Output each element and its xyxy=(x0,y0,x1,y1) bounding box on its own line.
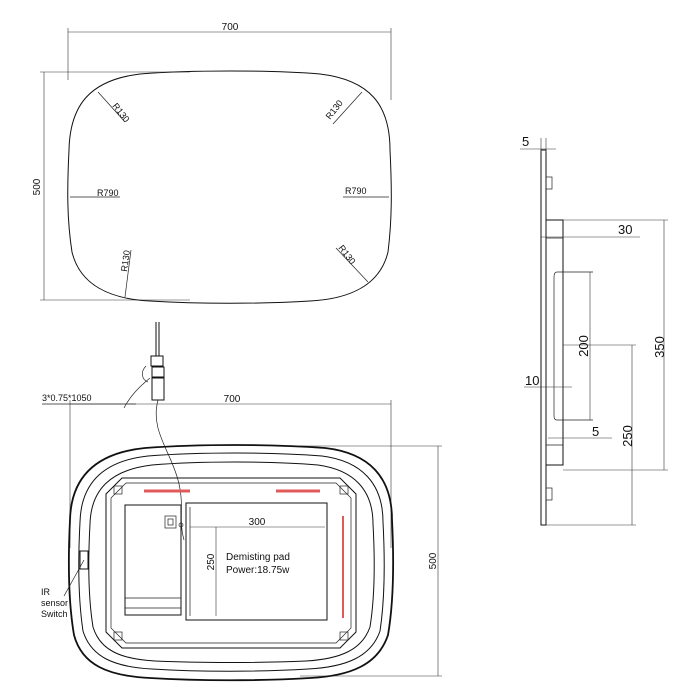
radius-bottom-left: R130 xyxy=(119,250,132,273)
side-mirror xyxy=(540,149,547,526)
side-view: 5 30 350 200 10 5 250 xyxy=(520,134,668,526)
sensor-label-1: IR xyxy=(41,587,51,597)
back-width-label: 700 xyxy=(224,394,241,405)
mirror-outline xyxy=(67,70,392,304)
side-depth: 30 xyxy=(618,222,632,237)
front-width-label: 700 xyxy=(222,22,239,33)
pad-title: Demisting pad xyxy=(226,552,290,563)
radius-left: R790 xyxy=(97,188,119,198)
side-lower-gap: 5 xyxy=(592,424,599,439)
side-frame xyxy=(545,219,564,466)
power-plug xyxy=(151,377,165,401)
side-offset: 10 xyxy=(525,373,539,388)
front-height-label: 500 xyxy=(32,178,43,195)
back-view: 3*0.75*1050 700 500 xyxy=(41,322,442,682)
side-top-thickness: 5 xyxy=(522,134,529,149)
front-view: 700 500 R130 R130 R790 R790 R130 R130 xyxy=(32,22,392,304)
back-outer-outline xyxy=(67,444,395,682)
side-pad-height: 200 xyxy=(576,335,591,357)
radius-top-left: R130 xyxy=(110,101,131,124)
side-overall: 350 xyxy=(652,336,667,358)
ir-sensor xyxy=(79,550,89,570)
radius-top-right: R130 xyxy=(324,98,345,121)
pad-power: Power:18.75w xyxy=(226,565,290,576)
pad-height-label: 250 xyxy=(206,553,217,570)
radius-bottom-right: R130 xyxy=(336,243,357,266)
sensor-label-2: sensor xyxy=(41,598,68,608)
cable-label: 3*0.75*1050 xyxy=(42,393,92,403)
back-frame xyxy=(105,477,357,649)
radius-right: R790 xyxy=(345,186,367,196)
pad-width-label: 300 xyxy=(249,517,266,528)
demisting-pad xyxy=(185,502,328,621)
sensor-label-3: Switch xyxy=(41,609,68,619)
back-height-label: 500 xyxy=(428,552,439,569)
driver-box xyxy=(124,504,182,616)
side-lower-height: 250 xyxy=(620,425,635,447)
